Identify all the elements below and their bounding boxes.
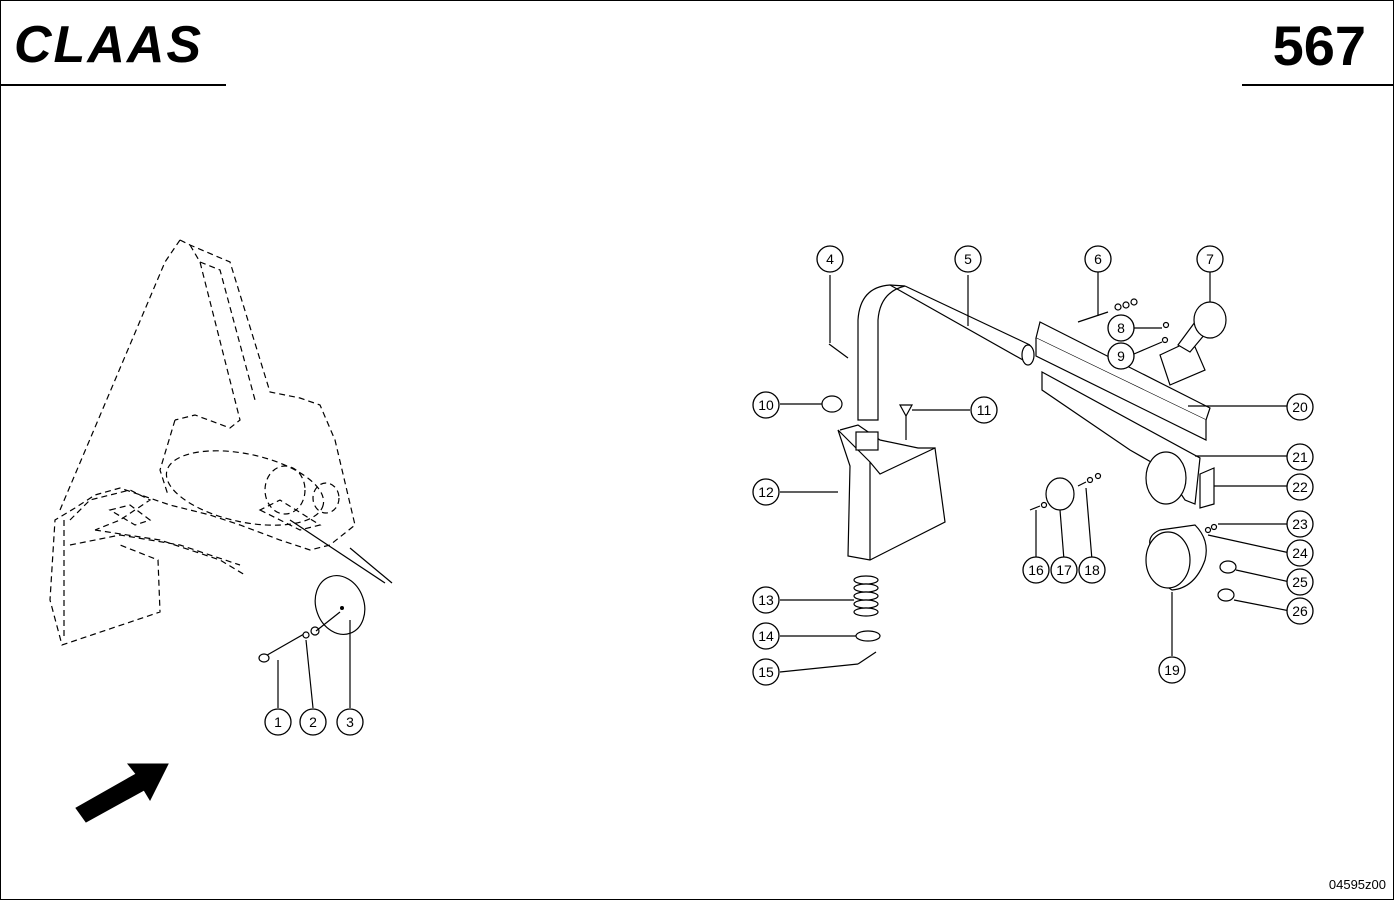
mount-housing	[837, 429, 946, 561]
callout-5: 5	[954, 245, 982, 273]
svg-text:22: 22	[1292, 479, 1308, 495]
grommet	[821, 395, 843, 413]
svg-text:18: 18	[1084, 562, 1100, 578]
svg-text:9: 9	[1117, 348, 1125, 364]
callout-8: 8	[1107, 314, 1135, 342]
direction-arrow-icon	[75, 763, 169, 823]
header-rule-left	[0, 84, 226, 86]
callout-26: 26	[1286, 597, 1314, 625]
svg-text:7: 7	[1206, 251, 1214, 267]
callout-15: 15	[752, 658, 780, 686]
svg-text:21: 21	[1292, 449, 1308, 465]
svg-text:11: 11	[977, 402, 992, 418]
svg-text:3: 3	[346, 714, 354, 730]
callout-2: 2	[299, 708, 327, 736]
callout-16: 16	[1022, 556, 1050, 584]
svg-text:2: 2	[309, 714, 317, 730]
svg-text:16: 16	[1028, 562, 1044, 578]
callout-19: 19	[1158, 656, 1186, 684]
callout-9: 9	[1107, 342, 1135, 370]
svg-text:8: 8	[1117, 320, 1125, 336]
callout-24: 24	[1286, 539, 1314, 567]
claas-logo: CLAAS	[14, 18, 203, 68]
svg-text:5: 5	[964, 251, 972, 267]
callout-17: 17	[1050, 556, 1078, 584]
svg-text:25: 25	[1292, 574, 1308, 590]
callout-7: 7	[1196, 245, 1224, 273]
svg-text:15: 15	[758, 664, 774, 680]
svg-text:6: 6	[1094, 251, 1102, 267]
svg-text:23: 23	[1292, 516, 1308, 532]
machine-outline	[49, 239, 393, 646]
svg-text:12: 12	[758, 484, 774, 500]
page-number: 567	[1272, 14, 1366, 77]
drawing-code: 04595z00	[1328, 877, 1386, 892]
round-plate	[1045, 477, 1075, 511]
svg-text:10: 10	[758, 397, 774, 413]
svg-text:1: 1	[274, 714, 282, 730]
svg-text:14: 14	[758, 628, 774, 644]
callout-1: 1	[264, 708, 292, 736]
callout-21: 21	[1286, 443, 1314, 471]
svg-text:26: 26	[1292, 603, 1308, 619]
svg-text:13: 13	[758, 592, 774, 608]
brand-logo-text: CLAAS	[14, 18, 203, 68]
svg-text:4: 4	[826, 251, 834, 267]
header-rule-right	[1242, 84, 1394, 86]
callout-18: 18	[1078, 556, 1106, 584]
bent-tube	[857, 284, 906, 421]
svg-text:17: 17	[1056, 562, 1072, 578]
callout-12: 12	[752, 478, 780, 506]
callout-25: 25	[1286, 568, 1314, 596]
bolt	[261, 633, 305, 659]
svg-text:19: 19	[1164, 662, 1180, 678]
callout-4: 4	[816, 245, 844, 273]
callout-22: 22	[1286, 473, 1314, 501]
callout-3: 3	[336, 708, 364, 736]
spring	[853, 575, 879, 617]
lens	[1199, 467, 1215, 509]
callout-13: 13	[752, 586, 780, 614]
callout-10: 10	[752, 391, 780, 419]
svg-text:20: 20	[1292, 399, 1308, 415]
callout-6: 6	[1084, 245, 1112, 273]
callout-14: 14	[752, 622, 780, 650]
callout-20: 20	[1286, 393, 1314, 421]
callout-11: 11	[970, 396, 998, 424]
callout-23: 23	[1286, 510, 1314, 538]
svg-text:24: 24	[1292, 545, 1308, 561]
